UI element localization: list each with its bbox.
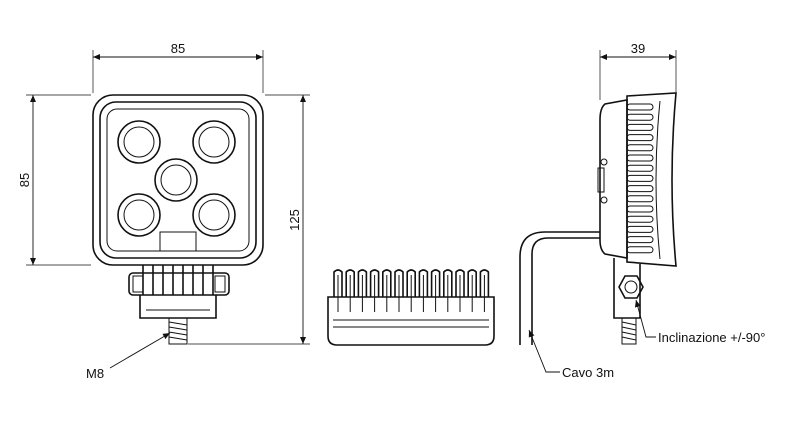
m8-label: M8 [86, 366, 104, 381]
led-top-left [117, 120, 161, 164]
top-fin [357, 269, 368, 297]
side-fin [626, 185, 654, 193]
top-view-fins [333, 269, 490, 312]
side-fin [626, 164, 654, 172]
top-fin [443, 269, 453, 297]
side-fin [626, 103, 654, 111]
tilt-label: Inclinazione +/-90° [658, 330, 765, 345]
side-fin [626, 113, 654, 121]
front-view: 85 85 125 M8 [17, 41, 310, 381]
side-lens [626, 92, 677, 267]
dim-side-depth: 39 [631, 41, 645, 56]
cable [519, 231, 600, 345]
dim-total-height: 125 [287, 209, 302, 231]
led-bottom-left [117, 193, 161, 237]
top-fin [467, 269, 477, 297]
side-back-housing [599, 99, 628, 259]
top-fin [382, 269, 392, 297]
side-fin [626, 205, 654, 213]
top-fin [406, 269, 416, 297]
side-fin [626, 236, 654, 244]
cable-leader [528, 329, 560, 373]
front-housing-outer [92, 94, 264, 266]
side-fin [626, 123, 654, 131]
m8-bolt [168, 317, 188, 345]
side-fins [626, 103, 654, 254]
side-fin [626, 134, 654, 142]
top-view [327, 269, 495, 346]
side-fin [626, 246, 654, 254]
top-fin [455, 269, 465, 297]
top-fin [479, 269, 490, 297]
tilt-leader [634, 299, 656, 338]
side-fin [626, 225, 654, 233]
led-bottom-right [192, 193, 236, 237]
front-tab [159, 231, 197, 251]
cable-label: Cavo 3m [562, 365, 614, 380]
side-fin [626, 144, 654, 152]
front-bracket [128, 265, 230, 319]
top-view-body [327, 296, 495, 346]
dim-front-width: 85 [171, 41, 185, 56]
tilt-bracket [613, 258, 644, 345]
side-view: 39 Cavo 3m Inclinazione +/-90° [519, 41, 765, 380]
side-fin [626, 174, 654, 182]
tilt-hex-nut [618, 275, 644, 299]
top-fin [333, 269, 343, 297]
top-fin [394, 269, 404, 297]
led-center [154, 158, 198, 202]
side-fin [626, 195, 654, 203]
top-fin [418, 269, 429, 297]
front-lens [106, 108, 250, 252]
top-fin [430, 269, 441, 297]
front-housing-inner [99, 101, 257, 259]
m8-leader [109, 332, 171, 369]
dim-front-height: 85 [17, 173, 32, 187]
side-fin [626, 154, 654, 162]
top-fin [369, 269, 380, 297]
led-top-right [192, 120, 236, 164]
top-fin [345, 269, 355, 297]
side-fin [626, 215, 654, 223]
